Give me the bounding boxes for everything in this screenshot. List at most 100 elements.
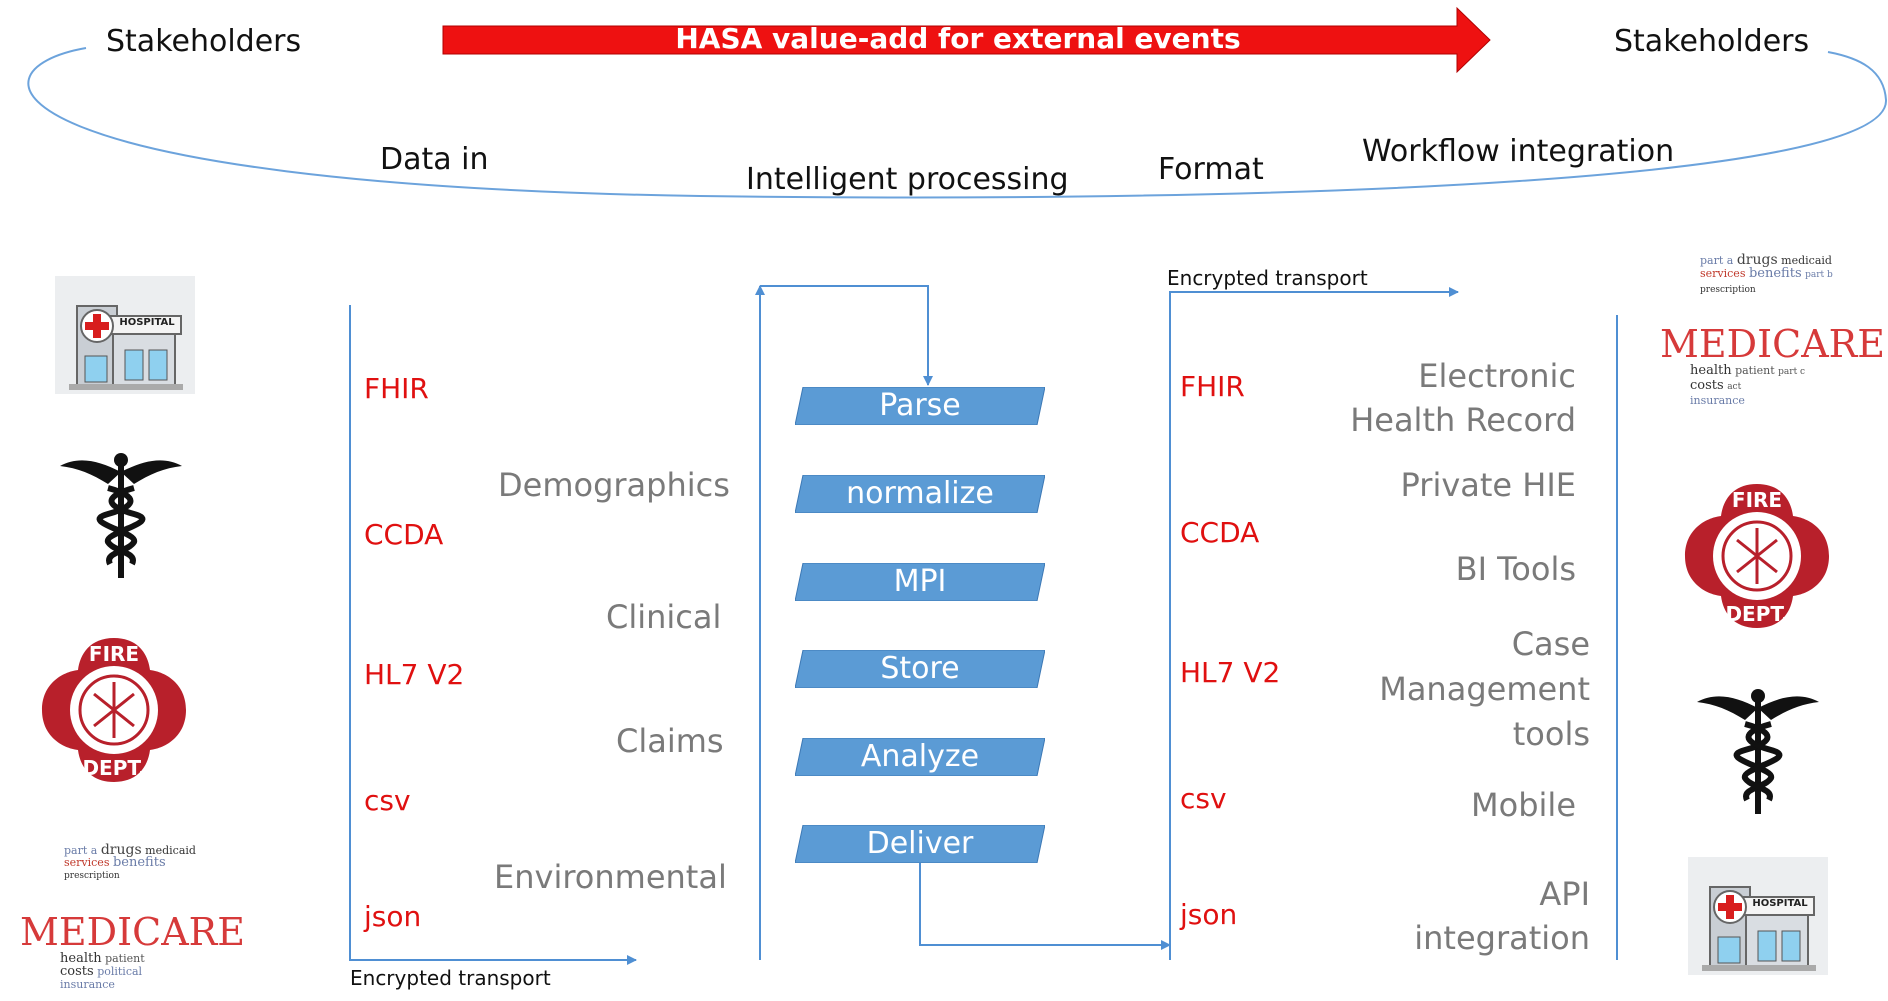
medicare-wordcloud-icon-right: part a drugs medicaid services benefits … (1660, 250, 1885, 420)
medicare-right-word-9: costs (1690, 378, 1724, 393)
step-deliver-label: Deliver (866, 826, 974, 861)
medicare-left-title: MEDICARE (20, 910, 245, 954)
destination-case-line1: Case (1511, 625, 1590, 663)
medicare-right-word-7: health (1690, 363, 1732, 378)
category-clinical: Clinical (606, 598, 722, 636)
medicare-left-word-9: costs (60, 964, 94, 979)
destination-ehr-line1: Electronic (1418, 357, 1576, 395)
step-store: Store (795, 650, 1045, 688)
step-normalize-label: normalize (846, 476, 994, 511)
step-store-shape (795, 650, 1045, 688)
step-analyze-shape (795, 738, 1045, 776)
deliver-line (919, 862, 1171, 950)
output-format-fhir: FHIR (1180, 370, 1245, 403)
medicare-left-word-4: services (64, 856, 110, 869)
medicare-wordcloud-icon: part a drugs medicaid services benefits … (20, 838, 245, 998)
step-mpi-shape (795, 563, 1045, 601)
destination-bi-tools: BI Tools (1455, 550, 1576, 588)
banner-arrow (442, 6, 1491, 74)
input-transport-line (349, 305, 637, 965)
output-transport-label: Encrypted transport (1167, 266, 1368, 290)
hospital-icon-right: HOSPITAL (1688, 857, 1828, 975)
step-normalize-shape (795, 475, 1045, 513)
step-deliver: Deliver (795, 825, 1045, 863)
stakeholders-right: Stakeholders (1608, 24, 1816, 59)
input-format-csv: csv (364, 784, 411, 817)
step-parse-label: Parse (879, 388, 961, 423)
step-parse: Parse (795, 387, 1045, 425)
caduceus-icon-right (1695, 688, 1821, 816)
destination-api: API integration (1414, 872, 1590, 960)
fire-left-top-text: FIRE (88, 642, 140, 666)
step-mpi-label: MPI (893, 564, 947, 599)
banner-label: HASA value-add for external events (675, 22, 1241, 55)
destination-ehr: Electronic Health Record (1350, 354, 1576, 442)
fire-dept-icon-right: FIRE DEPT. (1681, 480, 1833, 632)
medicare-right-word-13: part c (1778, 367, 1806, 377)
output-bracket-line (1169, 287, 1459, 960)
step-analyze: Analyze (795, 738, 1045, 776)
hospital-icon: HOSPITAL (55, 276, 195, 394)
medicare-right-word-14: act (1727, 382, 1742, 392)
loop-ellipse (27, 47, 1888, 199)
stakeholders-left: Stakeholders (100, 24, 308, 59)
destination-case-management: Case Management tools (1379, 622, 1590, 757)
medicare-right-word-3: medicaid (1781, 254, 1832, 267)
medicare-right-word-8: patient (1735, 364, 1775, 377)
processing-top-line (760, 285, 933, 386)
output-format-csv: csv (1180, 782, 1227, 815)
medicare-right-title: MEDICARE (1660, 322, 1885, 366)
category-environmental: Environmental (494, 858, 727, 896)
medicare-left-word-5: benefits (112, 855, 166, 870)
input-format-ccda: CCDA (364, 518, 444, 551)
step-analyze-label: Analyze (860, 739, 980, 774)
medicare-left-word-3: medicaid (145, 844, 196, 857)
output-format-hl7: HL7 V2 (1180, 656, 1281, 689)
medicare-left-word-2: drugs (100, 842, 142, 858)
medicare-left-word-1: part a (64, 844, 98, 857)
fire-left-bottom-text: DEPT. (82, 756, 146, 780)
medicare-right-word-4: services (1700, 267, 1746, 280)
destination-ehr-line2: Health Record (1350, 401, 1576, 439)
step-parse-shape (795, 387, 1045, 425)
medicare-right-word-2: drugs (1736, 252, 1778, 268)
medicare-right-word-12: part b (1805, 270, 1833, 280)
destination-mobile: Mobile (1471, 786, 1576, 824)
step-normalize: normalize (795, 475, 1045, 513)
medicare-left-word-6: prescription (64, 871, 120, 881)
medicare-right-word-6: prescription (1700, 285, 1756, 295)
input-transport-label: Encrypted transport (350, 966, 551, 990)
caduceus-icon (58, 452, 184, 580)
step-mpi: MPI (795, 563, 1045, 601)
input-format-hl7: HL7 V2 (364, 658, 465, 691)
destination-case-line3: tools (1512, 715, 1590, 753)
medicare-left-word-10: political (97, 965, 143, 978)
input-format-json: json (364, 900, 422, 933)
step-deliver-shape (795, 825, 1045, 863)
input-format-fhir: FHIR (364, 372, 429, 405)
phase-format: Format (1158, 152, 1264, 187)
destination-api-line1: API (1539, 875, 1590, 913)
hospital-sign-left: HOSPITAL (119, 317, 175, 328)
output-format-ccda: CCDA (1180, 516, 1260, 549)
medicare-left-word-11: insurance (60, 978, 115, 991)
stakeholder-loop (27, 6, 1888, 199)
step-store-label: Store (880, 651, 960, 686)
output-format-json: json (1180, 898, 1238, 931)
medicare-right-word-11: insurance (1690, 394, 1745, 407)
category-claims: Claims (616, 722, 724, 760)
destination-private-hie: Private HIE (1400, 466, 1576, 504)
fire-dept-icon: FIRE DEPT. (38, 634, 190, 786)
phase-intelligent-processing: Intelligent processing (746, 162, 1069, 197)
medicare-right-word-1: part a (1700, 254, 1734, 267)
hospital-sign-right: HOSPITAL (1752, 898, 1808, 909)
medicare-right-word-5: benefits (1748, 266, 1802, 281)
fire-right-bottom-text: DEPT. (1725, 602, 1789, 626)
destination-api-line2: integration (1414, 919, 1590, 957)
phase-data-in: Data in (380, 142, 489, 177)
medicare-left-word-7: health (60, 951, 102, 966)
medicare-left-word-8: patient (105, 952, 145, 965)
destination-case-line2: Management (1379, 670, 1590, 708)
phase-workflow-integration: Workflow integration (1362, 134, 1675, 169)
